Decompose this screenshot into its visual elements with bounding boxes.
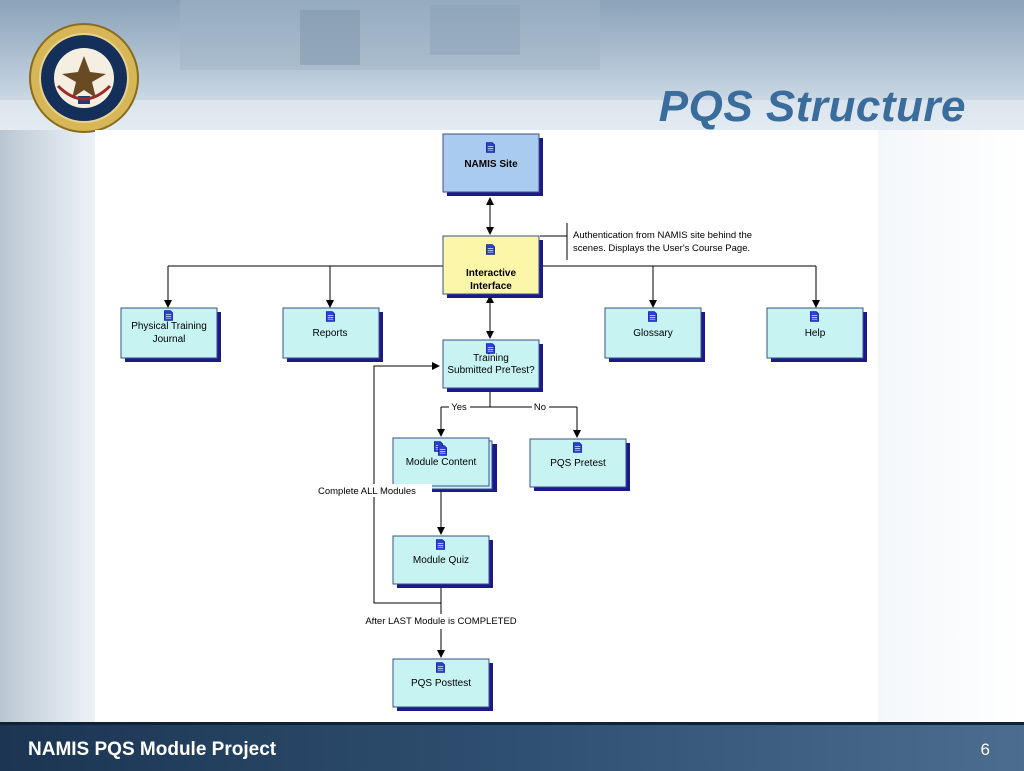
right-side-background: [878, 130, 1024, 722]
node-help: Help: [766, 307, 867, 362]
complete-all-modules-label: Complete ALL Modules: [318, 486, 416, 497]
navy-seal-logo: [29, 23, 139, 133]
node-label: Module Content: [406, 457, 477, 468]
header-photo-band: [0, 0, 1024, 130]
connector-loop-back: [373, 362, 442, 604]
document-icon: [436, 662, 445, 673]
node-label-line2: Journal: [153, 334, 186, 345]
document-icon: [326, 311, 335, 322]
node-label: Help: [805, 328, 826, 339]
document-icon: [648, 311, 657, 322]
left-side-background: [0, 130, 95, 722]
document-icon: [810, 311, 819, 322]
node-physical-training-journal: Physical Training Journal: [120, 307, 221, 362]
node-label: Module Quiz: [413, 555, 469, 566]
node-interactive-interface: Interactive Interface: [442, 235, 543, 298]
node-label: NAMIS Site: [464, 159, 518, 170]
flowchart-diagram: NAMIS Site Interactive Interface Physica…: [95, 130, 878, 722]
node-label-line1: Physical Training: [131, 321, 207, 332]
label-backdrop: [316, 484, 432, 497]
authentication-note-line1: Authentication from NAMIS site behind th…: [573, 230, 752, 241]
header-background: [0, 0, 1024, 130]
node-training-decision: Training Submitted PreTest?: [442, 339, 543, 392]
no-label: No: [534, 402, 546, 413]
node-namis-site: NAMIS Site: [442, 133, 543, 196]
node-label-line1: Training: [473, 353, 509, 364]
node-pqs-pretest: PQS Pretest: [529, 438, 630, 491]
document-icon: [486, 142, 495, 153]
document-icon: [486, 343, 495, 354]
node-label: Glossary: [633, 328, 672, 339]
node-module-content: Module Content: [392, 437, 497, 492]
document-icon: [436, 539, 445, 550]
node-pqs-posttest: PQS Posttest: [392, 658, 493, 711]
page-number: 6: [980, 740, 990, 759]
document-icon: [573, 442, 582, 453]
document-icon: [438, 445, 447, 456]
node-label-line1: Interactive: [466, 268, 516, 279]
node-label-line2: Interface: [470, 281, 512, 292]
page-title: PQS Structure: [658, 82, 966, 131]
yes-label: Yes: [451, 402, 467, 413]
node-label: PQS Posttest: [411, 678, 471, 689]
node-glossary: Glossary: [604, 307, 705, 362]
node-label-line2: Submitted PreTest?: [447, 365, 535, 376]
node-reports: Reports: [282, 307, 383, 362]
after-last-module-label: After LAST Module is COMPLETED: [365, 616, 516, 627]
node-label: Reports: [312, 328, 347, 339]
footer-title: NAMIS PQS Module Project: [28, 739, 277, 760]
footer-bar: NAMIS PQS Module Project 6: [0, 722, 1024, 771]
authentication-note-line2: scenes. Displays the User's Course Page.: [573, 243, 750, 254]
node-label: PQS Pretest: [550, 458, 606, 469]
flowchart-canvas: NAMIS Site Interactive Interface Physica…: [120, 133, 867, 711]
document-icon: [486, 244, 495, 255]
node-module-quiz: Module Quiz: [392, 535, 493, 588]
document-icon: [164, 310, 173, 321]
